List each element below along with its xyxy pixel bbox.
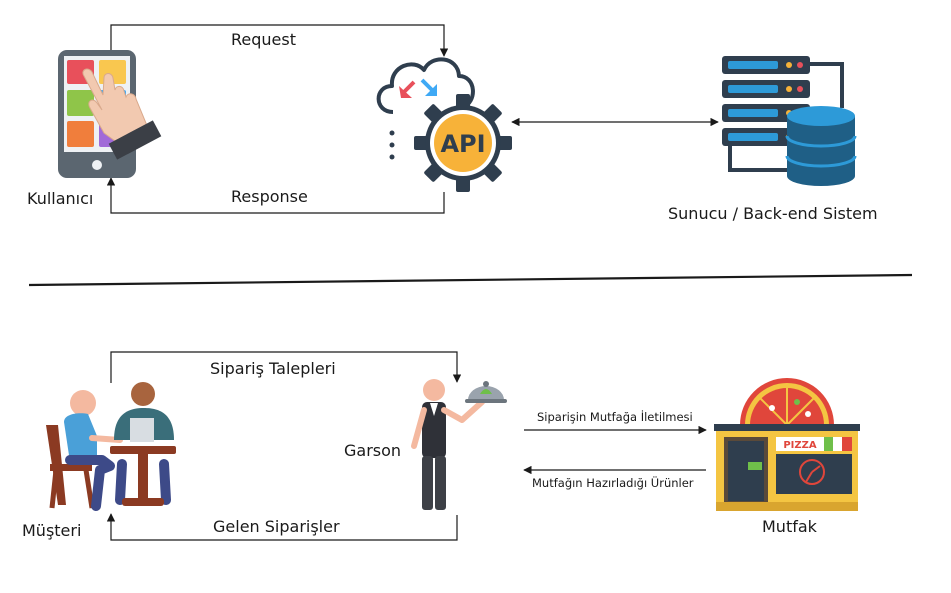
pizza-sign-text: PIZZA [783,440,817,451]
pizza-shop-icon [714,378,860,511]
to-kitchen-label: Siparişin Mutfağa İletilmesi [537,410,693,424]
customers-table-icon [46,382,176,511]
api-gear-icon [376,57,512,192]
waiter-label: Garson [344,441,402,460]
user-label: Kullanıcı [27,189,94,208]
orders-incoming-label: Gelen Siparişler [213,517,340,536]
waiter-icon [411,379,507,510]
kitchen-label: Mutfak [762,517,817,536]
request-arrow [110,24,449,68]
tablet-hand-icon [58,50,162,178]
order-incoming-arrow [106,513,458,541]
server-database-icon [722,56,857,186]
api-text: API [440,130,485,158]
request-label: Request [231,30,296,49]
response-arrow [106,177,445,214]
customer-label: Müşteri [22,521,82,540]
response-label: Response [231,187,308,206]
orders-loop [106,351,462,541]
request-response-loop [106,24,449,214]
section-divider [28,273,913,287]
from-kitchen-label: Mutfağın Hazırladığı Ürünler [532,476,694,490]
server-label: Sunucu / Back-end Sistem [668,204,878,223]
order-request-arrow [110,351,462,383]
orders-request-label: Sipariş Talepleri [210,359,336,378]
